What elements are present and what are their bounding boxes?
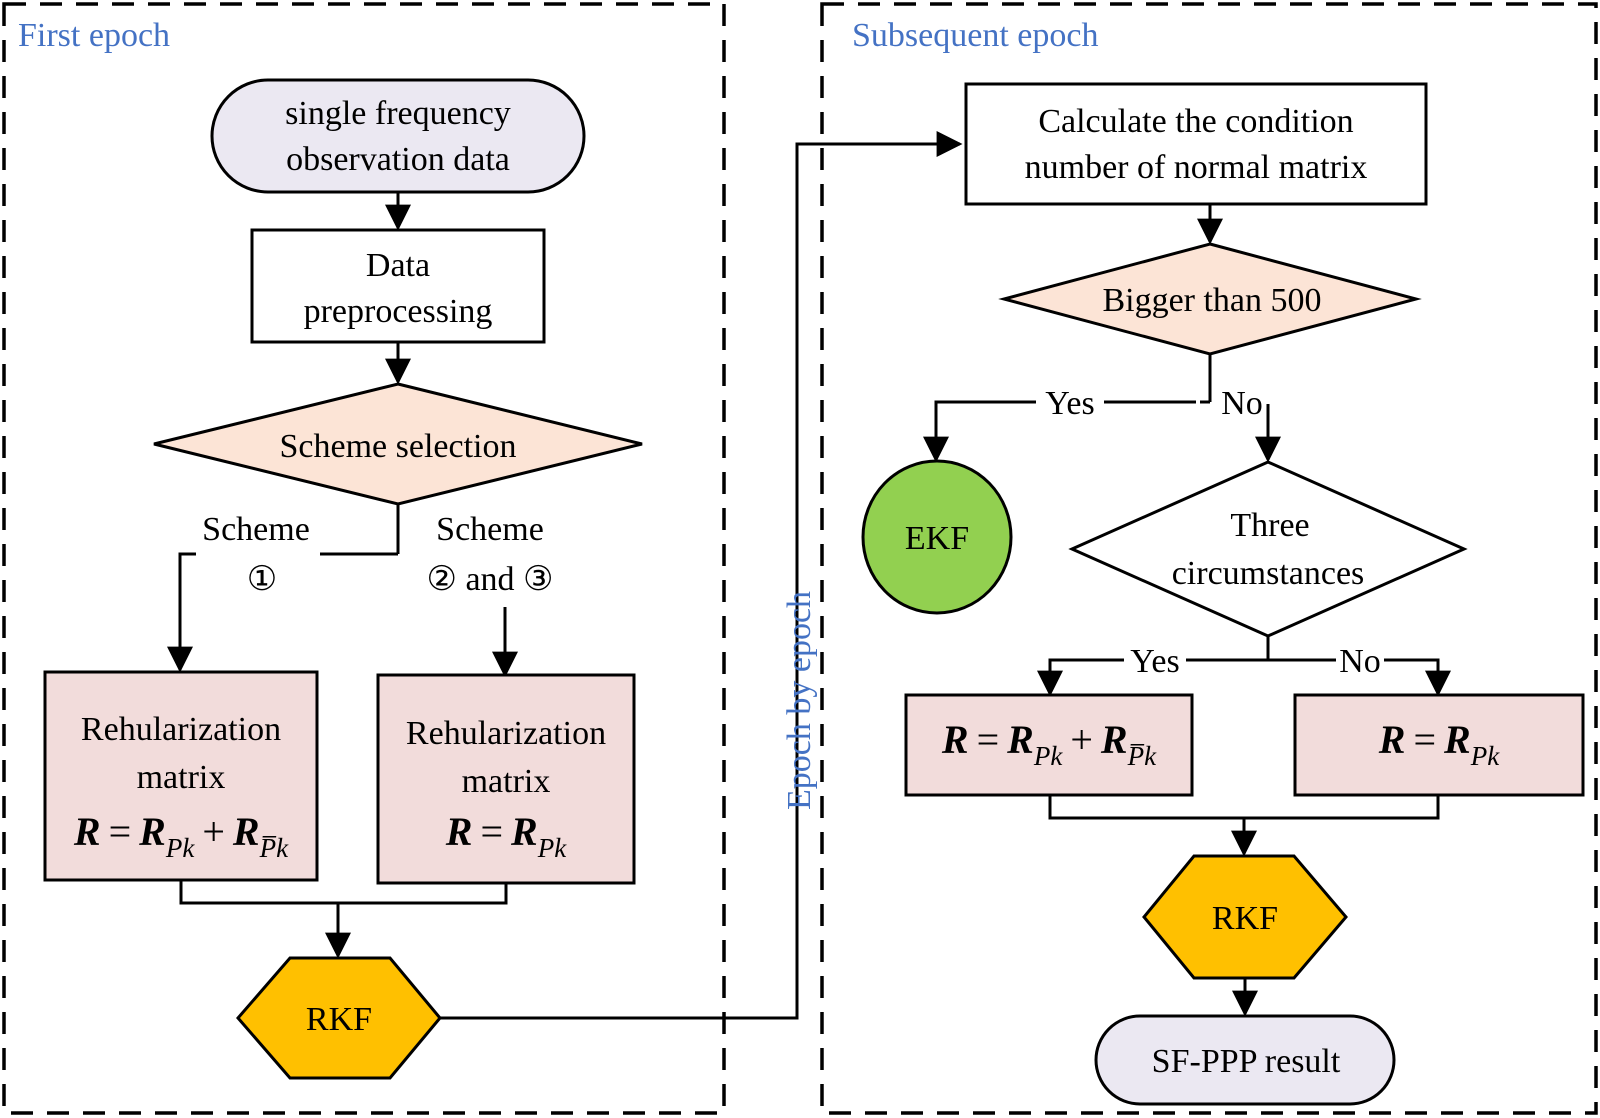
yes2-label: Yes xyxy=(1130,643,1179,680)
first-epoch-title: First epoch xyxy=(18,17,170,54)
reg-right-line1: Rehularization xyxy=(406,715,606,752)
epoch-by-epoch-label: Epoch by epoch xyxy=(781,591,818,810)
rkf-hexagon-first xyxy=(236,956,442,1080)
condition-number-box xyxy=(964,82,1428,206)
no-label: No xyxy=(1221,385,1263,422)
branch-right-line2: ② and ③ xyxy=(426,561,553,598)
rkf-hexagon-subsequent xyxy=(1142,854,1348,980)
reg-yes-formula: R = RPk + RP̅k xyxy=(941,717,1157,771)
regularization-box-no xyxy=(1293,693,1585,797)
branch-left-line1: Scheme xyxy=(202,511,310,548)
preprocess-box xyxy=(250,228,546,344)
first-epoch-panel xyxy=(2,2,726,1115)
subsequent-epoch-panel xyxy=(820,2,1598,1115)
circumstances-line2: circumstances xyxy=(1172,555,1365,592)
reg-left-formula: R = RPk + RP̅k xyxy=(73,809,289,863)
no2-label: No xyxy=(1339,643,1381,680)
rkf-subsequent-label: RKF xyxy=(1212,900,1278,937)
preprocess-label-line2: preprocessing xyxy=(304,293,493,330)
reg-left-line2: matrix xyxy=(137,759,226,796)
ekf-circle xyxy=(861,459,1013,615)
branch-right-line1: Scheme xyxy=(436,511,544,548)
subsequent-epoch-title: Subsequent epoch xyxy=(852,17,1098,54)
edge-merge-subsequent xyxy=(1048,795,1440,820)
edge-circ-yes xyxy=(1037,658,1124,697)
threshold-label: Bigger than 500 xyxy=(1102,282,1321,319)
edge-merge-first xyxy=(179,880,508,905)
condition-line1: Calculate the condition xyxy=(1038,103,1353,140)
circumstances-decision xyxy=(1068,460,1468,638)
condition-line2: number of normal matrix xyxy=(1025,149,1368,186)
input-label-line2: observation data xyxy=(286,141,510,178)
yes-label: Yes xyxy=(1045,385,1094,422)
preprocess-label-line1: Data xyxy=(366,247,430,284)
edge-circ-no xyxy=(1384,658,1451,697)
reg-right-formula: R = RPk xyxy=(445,809,567,863)
reg-no-formula: R = RPk xyxy=(1378,717,1500,771)
edge-epoch-by-epoch xyxy=(440,131,963,1020)
scheme-decision-label: Scheme selection xyxy=(280,428,517,465)
edge-yes-ekf xyxy=(923,400,1036,463)
edge-scheme-left xyxy=(167,552,196,673)
rkf-first-label: RKF xyxy=(306,1001,372,1038)
reg-right-line2: matrix xyxy=(462,763,551,800)
result-terminal xyxy=(1094,1014,1396,1106)
ekf-label: EKF xyxy=(905,520,969,557)
regularization-box-left xyxy=(43,670,319,882)
branch-left-line2: ① xyxy=(247,561,277,598)
regularization-box-right xyxy=(376,673,636,885)
result-label: SF-PPP result xyxy=(1152,1043,1341,1080)
input-label-line1: single frequency xyxy=(285,95,511,132)
reg-left-line1: Rehularization xyxy=(81,711,281,748)
circumstances-line1: Three xyxy=(1230,507,1309,544)
